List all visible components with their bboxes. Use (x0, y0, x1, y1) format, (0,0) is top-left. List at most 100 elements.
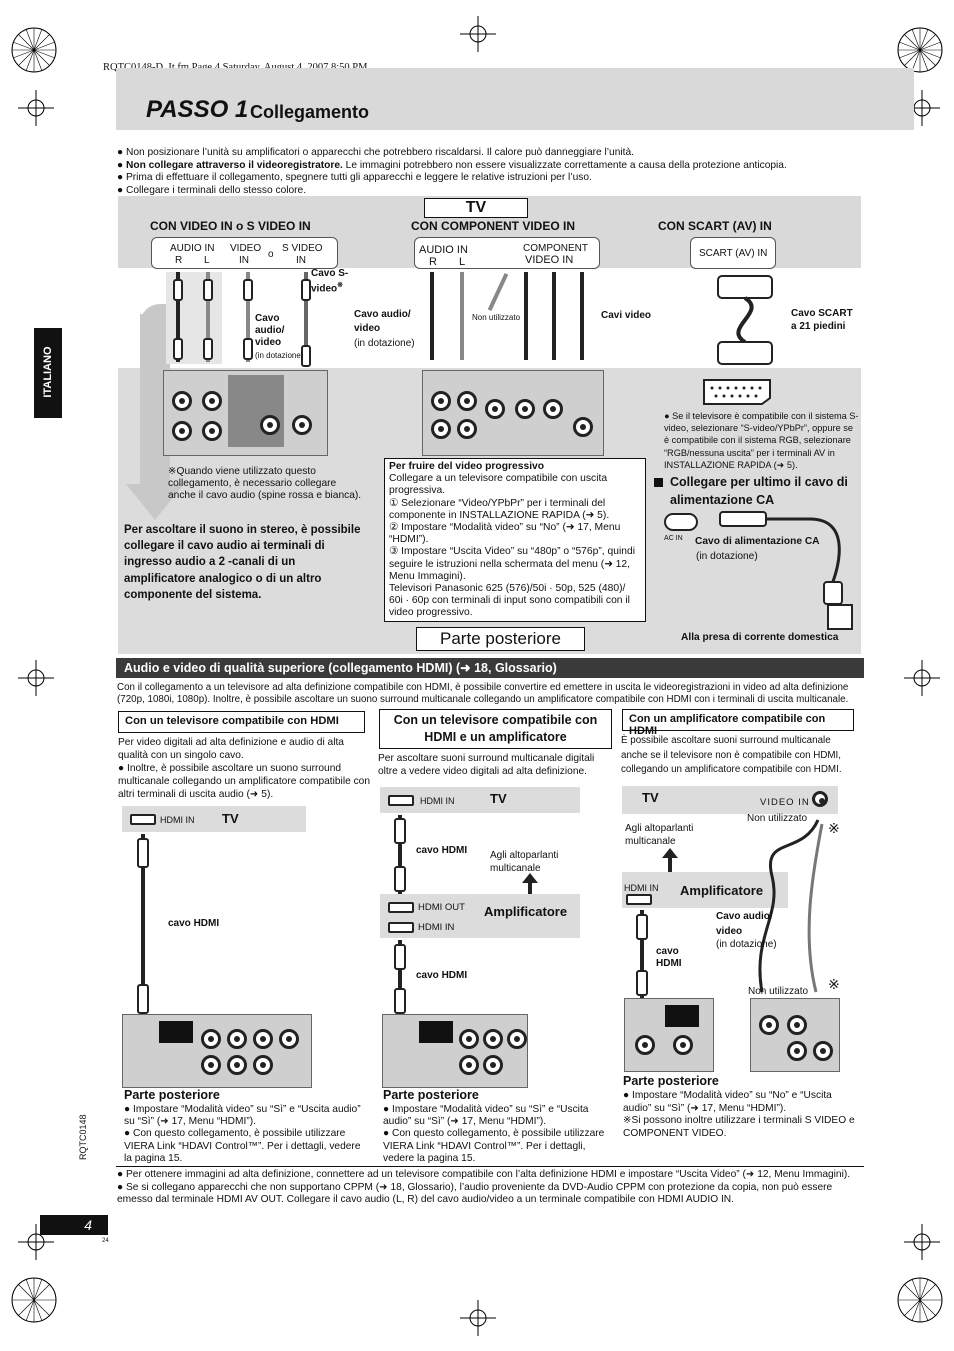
doc-code: RQTC0148 (78, 1114, 88, 1160)
plug-icon (173, 338, 183, 360)
panel-label: R (175, 255, 183, 266)
audio-jack (431, 391, 451, 411)
power-title: Collegare per ultimo il cavo di alimenta… (670, 475, 848, 507)
amp-label-3: Amplificatore (680, 883, 764, 898)
non-utilizzato-3b: Non utilizzato (748, 986, 809, 997)
hdmi-cable (640, 910, 644, 1000)
note: ※Si possono inoltre utilizzare i termina… (623, 1115, 855, 1139)
audio-jack (457, 419, 477, 439)
amp-label-2: Amplificatore (484, 904, 568, 919)
svideo-note-mark: ※ (337, 282, 343, 289)
col1-heading: CON VIDEO IN o S VIDEO IN (150, 219, 311, 233)
col3-heading: CON SCART (AV) IN (658, 219, 772, 233)
plug-icon (394, 944, 406, 970)
hdmi-col3-rear: Parte posteriore (623, 1074, 719, 1088)
tv-box-2: HDMI IN TV (380, 787, 580, 813)
plug-icon (636, 914, 648, 940)
scart-note: ● Se il televisore è compatibile con il … (664, 411, 859, 470)
crosshair-icon (18, 90, 54, 126)
arrow-up-icon (662, 848, 678, 874)
tv-box-3: TV VIDEO IN (622, 786, 838, 814)
hdmi-in-label: HDMI IN (418, 922, 455, 933)
step-label: PASSO 1 (146, 96, 249, 123)
intro-bullet-text: Non posizionare l’unità su amplificatori… (125, 147, 634, 158)
speakers-label-3: Agli altoparlanti multicanale (625, 823, 694, 847)
component-jack (543, 399, 563, 419)
svideo-note: ※Quando viene utilizzato questo collegam… (168, 466, 362, 502)
rear-label: Parte posteriore (416, 627, 585, 651)
cavo-svideo-label: Cavo S-video※ (311, 268, 351, 295)
note-text: Impostare “Modalità video” su “Sì” e “Us… (124, 1104, 361, 1128)
page-title: Collegamento (250, 102, 370, 122)
arrow-head-icon (126, 484, 184, 520)
audio-jack (279, 1029, 299, 1049)
in-dotazione-2: (in dotazione) (354, 338, 415, 349)
page-number: 4 (84, 1217, 92, 1233)
hdmi-in-label: HDMI IN (624, 883, 659, 893)
audio-jack (483, 1029, 503, 1049)
intro-bullet-text: Prima di effettuare il collegamento, spe… (125, 172, 592, 183)
hdmi-col2-notes: ● Impostare “Modalità video” su “Sì” e “… (383, 1104, 613, 1165)
hdmi-port-icon (626, 894, 652, 905)
audio-jack (172, 391, 192, 411)
audio-jack (483, 1055, 503, 1075)
progressive-title: Per fruire del video progressivo (389, 461, 545, 472)
svideo-jack (813, 1041, 833, 1061)
progressive-intro: Collegare a un televisore compatibile co… (389, 473, 608, 497)
plug-icon (636, 970, 648, 996)
hdmi-col1-heading: Con un televisore compatibile con HDMI (118, 711, 365, 733)
cable (460, 272, 464, 360)
audio-jack (201, 1055, 221, 1075)
plug-icon (243, 338, 253, 360)
intro-bullet: ● Collegare i terminali dello stesso col… (117, 184, 307, 196)
panel-label: SCART (AV) IN (699, 248, 768, 259)
intro-bullet: ● Non collegare attraverso il videoregis… (117, 159, 787, 171)
cable (487, 273, 509, 311)
hdmi-port-icon (388, 795, 414, 806)
cable-yellow (246, 272, 250, 362)
hdmi-col1-text2-content: Inoltre, è possibile ascoltare un suono … (118, 763, 371, 800)
header-band: PASSO 1 Collegamento (116, 68, 914, 130)
tv-box-1: HDMI IN TV (122, 806, 306, 832)
arrow-up-icon (522, 873, 538, 897)
plug-icon (394, 866, 406, 892)
language-tab: ITALIANO (34, 328, 62, 418)
scart-cable-label: Cavo SCART a 21 piedini (791, 308, 853, 332)
cavo-svideo-text: Cavo S-video (311, 268, 349, 295)
hdmi-port-icon (388, 902, 414, 913)
ac-in-label: AC IN (664, 535, 683, 542)
player-rear-2 (422, 370, 604, 456)
panel-label: IN (239, 255, 249, 266)
scart-cable-icon (717, 275, 773, 365)
audio-jack (635, 1035, 655, 1055)
hdmi-port-icon (130, 814, 156, 825)
note-mark-icon: ※ (828, 976, 840, 992)
square-bullet-icon (654, 478, 663, 487)
scart-port-icon (703, 379, 771, 405)
non-utilizzato-3a: Non utilizzato (747, 813, 808, 824)
panel-label: COMPONENT (523, 243, 588, 254)
in-dotazione-3: (in dotazione) (716, 939, 777, 950)
tv-panel-video-in: AUDIO IN R L VIDEO IN o S VIDEO IN (151, 237, 338, 269)
tv-label: TV (424, 198, 528, 218)
speakers-label-2: Agli altoparlanti multicanale (490, 850, 559, 874)
panel-label: S VIDEO (282, 243, 323, 254)
hdmi-intro: Con il collegamento a un televisore ad a… (117, 682, 849, 706)
hdmi-in-label: HDMI IN (160, 815, 195, 825)
plug-icon (203, 279, 213, 301)
footer-bullets: ● Per ottenere immagini ad alta definizi… (117, 1169, 865, 1207)
plug-icon (301, 345, 311, 367)
plug-icon (301, 279, 311, 301)
ac-inlet-icon (664, 513, 698, 531)
note-text: Con questo collegamento, è possibile uti… (124, 1128, 361, 1164)
crosshair-icon (18, 1224, 54, 1260)
panel-label: VIDEO IN (525, 254, 574, 266)
hdmi-cable-label-3: cavo HDMI (656, 946, 682, 969)
power-cable-icon (719, 511, 843, 605)
crosshair-icon (904, 1224, 940, 1260)
in-dotazione-small: (in dotazione) (255, 351, 304, 360)
progressive-box: Per fruire del video progressivo Collega… (384, 458, 646, 622)
plug-icon (137, 984, 149, 1014)
audio-jack (202, 421, 222, 441)
player-rear-hdmi-3b (750, 998, 840, 1072)
